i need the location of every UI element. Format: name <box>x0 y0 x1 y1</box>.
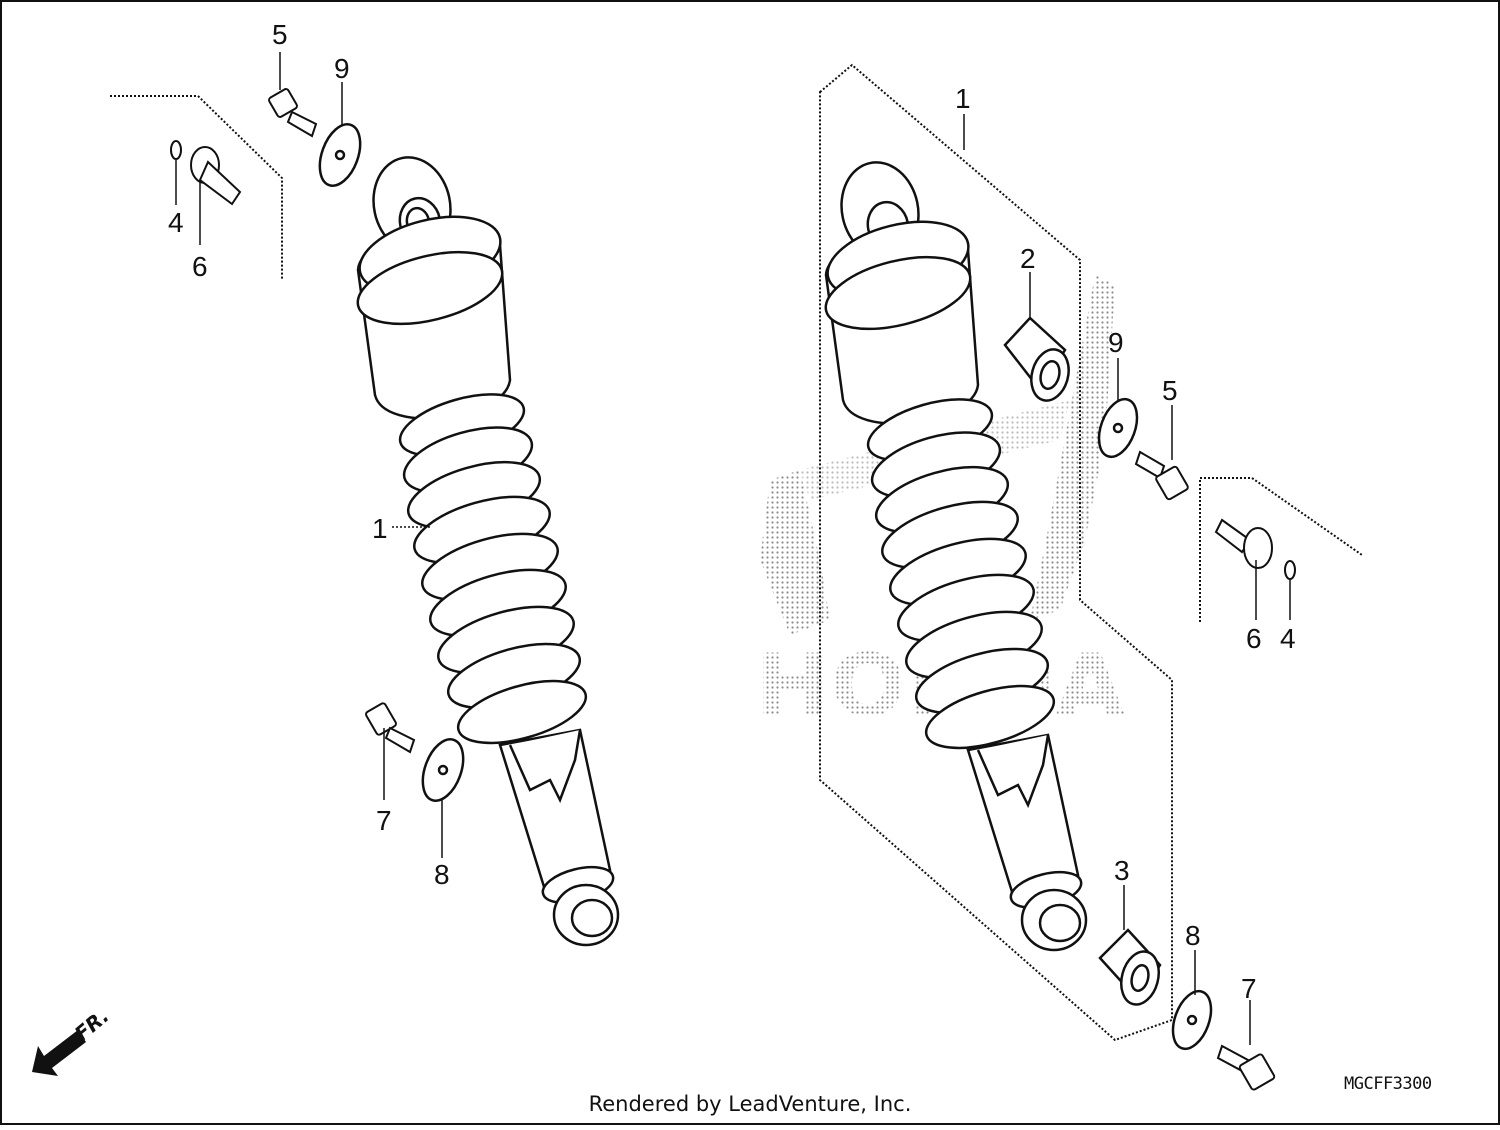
nut-4-right <box>1284 560 1296 580</box>
bushing-2 <box>1003 316 1070 402</box>
left-group-bracket <box>110 95 283 280</box>
spring-coils-right <box>866 398 1056 750</box>
callout-right-5: 5 <box>1162 375 1178 406</box>
diagram-code: MGCFF3300 <box>1344 1074 1432 1094</box>
bushing-3 <box>1098 928 1162 1006</box>
right-leader-lines <box>963 114 1291 1045</box>
callout-left-5: 5 <box>272 19 288 50</box>
shock-absorber-right <box>824 161 1088 952</box>
callout-right-4: 4 <box>1280 623 1296 654</box>
shock-absorber-left <box>356 156 620 947</box>
callout-right-7: 7 <box>1241 973 1257 1004</box>
spring-coils-left <box>398 393 588 745</box>
callout-left-6: 6 <box>192 251 208 282</box>
collar-6-left <box>190 146 242 206</box>
right-group-bracket <box>1199 477 1363 622</box>
callout-right-6: 6 <box>1246 623 1262 654</box>
callout-left-1: 1 <box>372 513 388 544</box>
bolt-5-right <box>1134 450 1189 501</box>
callout-left-8: 8 <box>434 859 450 890</box>
bolt-7-right <box>1216 1044 1276 1091</box>
bolt-5-left <box>268 88 318 138</box>
left-leader-lines <box>175 52 443 858</box>
callout-right-2: 2 <box>1020 243 1036 274</box>
washer-9-left <box>318 123 362 187</box>
callout-left-4: 4 <box>168 207 184 238</box>
washer-9-right <box>1097 397 1139 459</box>
callout-right-8: 8 <box>1185 920 1201 951</box>
collar-6-right <box>1214 518 1273 569</box>
washer-8-left <box>421 738 465 802</box>
callout-right-9: 9 <box>1108 327 1124 358</box>
render-credit: Rendered by LeadVenture, Inc. <box>588 1092 912 1116</box>
callout-left-9: 9 <box>334 53 350 84</box>
callout-right-3: 3 <box>1114 855 1130 886</box>
callout-right-1: 1 <box>955 83 971 114</box>
assembly-bracket <box>819 63 1173 1042</box>
nut-4-left <box>170 140 182 160</box>
front-direction-arrow-icon: FR. <box>32 1004 114 1076</box>
bolt-7-left <box>365 702 416 754</box>
callout-left-7: 7 <box>376 805 392 836</box>
washer-8-right <box>1171 989 1213 1051</box>
